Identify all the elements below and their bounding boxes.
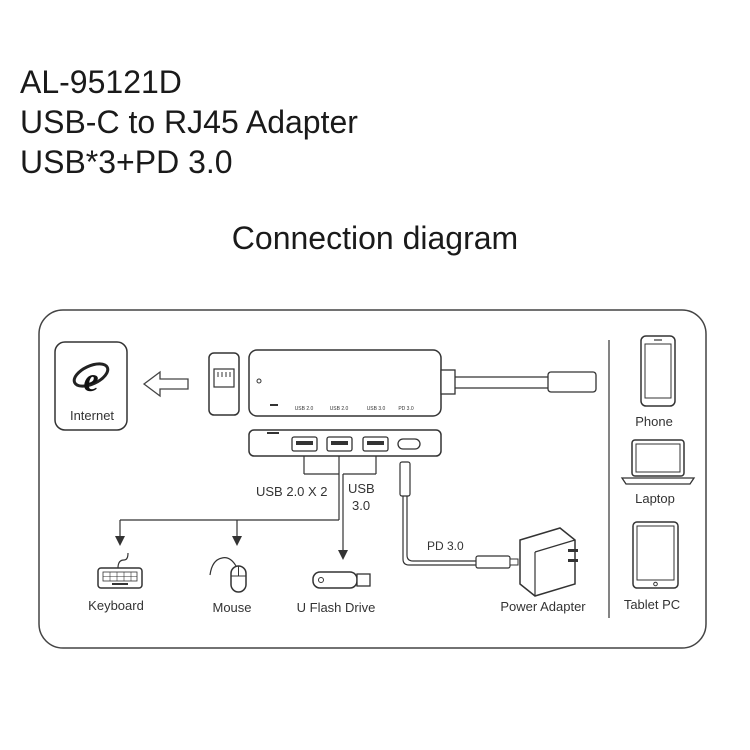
section-title: Connection diagram (231, 220, 519, 256)
phone-icon (640, 335, 676, 407)
hub-port-label: USB 3.0 (367, 406, 386, 412)
usb3-label: USB (348, 481, 375, 496)
product-title: USB-C to RJ45 Adapter (20, 104, 358, 140)
svg-text:e: e (83, 362, 98, 399)
usb-flash-drive-icon (312, 571, 371, 589)
power-adapter-icon (519, 527, 578, 597)
keyboard-icon (97, 552, 143, 589)
device-label: Phone (635, 414, 673, 429)
laptop-icon (620, 439, 696, 485)
diagram-frame (38, 309, 707, 649)
arrow-left-icon (142, 370, 189, 398)
arrow-down-icon (115, 536, 125, 546)
hub-port-label: USB 2.0 (295, 406, 314, 412)
usb3-label: 3.0 (352, 498, 370, 513)
pd-cable (399, 461, 519, 569)
device-label: Tablet PC (624, 597, 680, 612)
internet-label: Internet (70, 408, 114, 423)
pd-label: PD 3.0 (427, 539, 464, 553)
hub-port-label: USB 2.0 (330, 406, 349, 412)
usb-c-port-icon (397, 438, 421, 450)
hub-side-view (248, 429, 442, 457)
mouse-icon (209, 557, 247, 593)
device-label: Mouse (212, 600, 251, 615)
hub-port-label: PD 3.0 (398, 406, 414, 412)
tablet-icon (632, 521, 679, 589)
ports-title: USB*3+PD 3.0 (20, 144, 233, 180)
device-label: Keyboard (88, 598, 144, 613)
hub-top-view (248, 349, 597, 417)
model-title: AL-95121D (20, 64, 182, 100)
usb2-label: USB 2.0 X 2 (256, 484, 328, 499)
title-block: AL-95121D USB-C to RJ45 Adapter USB*3+PD… (20, 62, 358, 182)
device-label: Laptop (635, 491, 675, 506)
arrow-down-icon (232, 536, 242, 546)
arrow-down-icon (338, 550, 348, 560)
device-label: Power Adapter (500, 599, 586, 614)
device-label: U Flash Drive (297, 600, 376, 615)
internet-icon: e (54, 341, 128, 431)
rj45-connector-icon (208, 352, 240, 416)
